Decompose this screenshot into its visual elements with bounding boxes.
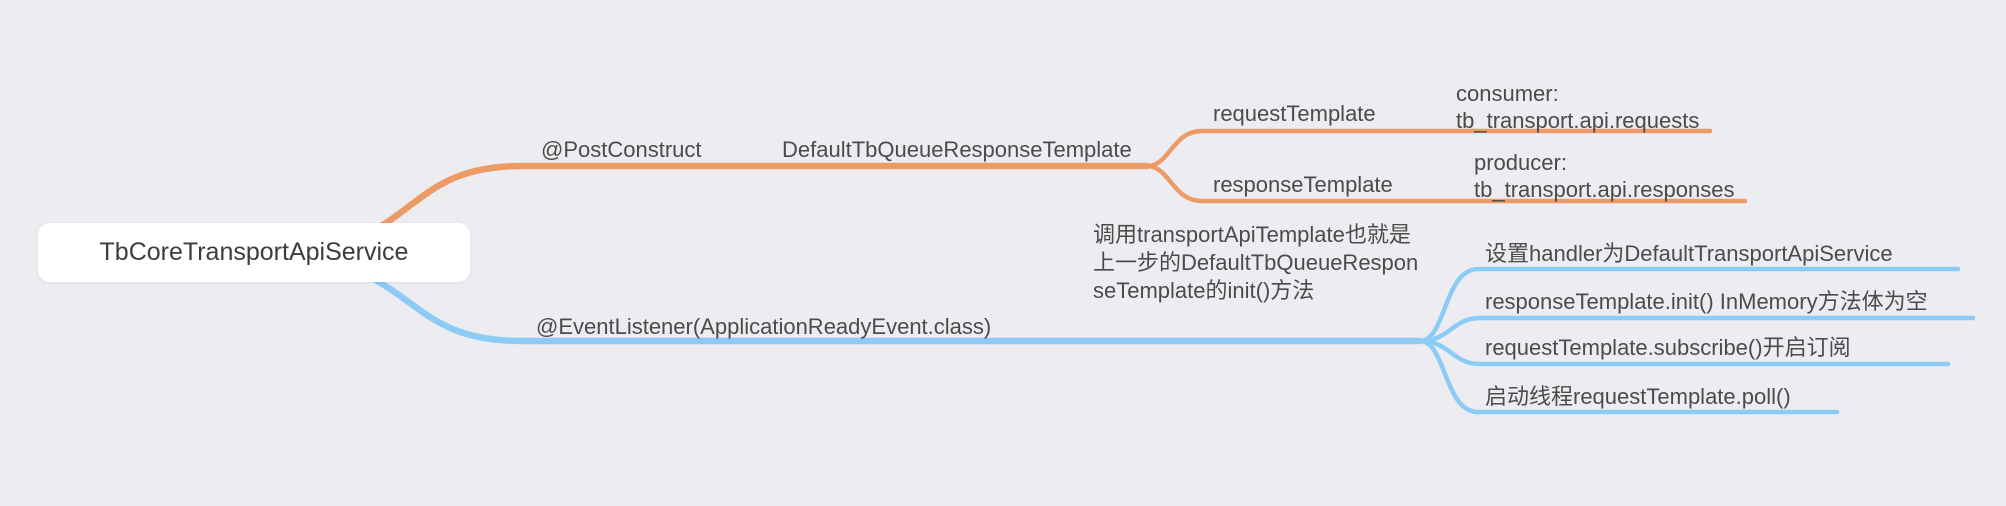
- node-defaulttbqueueresponsetemplate[interactable]: DefaultTbQueueResponseTemplate: [782, 137, 1132, 162]
- root-node-label: TbCoreTransportApiService: [99, 238, 409, 266]
- consumer-topic-line2: tb_transport.api.requests: [1456, 108, 1700, 133]
- node-step-requesttemplate-subscribe[interactable]: requestTemplate.subscribe()开启订阅: [1485, 335, 1851, 360]
- orange-request-line: [1144, 128, 1713, 169]
- producer-topic-line2: tb_transport.api.responses: [1474, 177, 1735, 202]
- node-step-responsetemplate-init[interactable]: responseTemplate.init() InMemory方法体为空: [1485, 289, 1928, 314]
- node-requesttemplate[interactable]: requestTemplate: [1213, 101, 1376, 126]
- blue-step1-line: [1417, 266, 1961, 344]
- node-step-requesttemplate-poll[interactable]: 启动线程requestTemplate.poll(): [1485, 384, 1791, 409]
- node-step-set-handler[interactable]: 设置handler为DefaultTransportApiService: [1485, 241, 1893, 266]
- blue-step4-line: [1417, 338, 1840, 415]
- node-init-description[interactable]: 调用transportApiTemplate也就是上一步的DefaultTbQu…: [1093, 222, 1419, 303]
- node-producer-topic[interactable]: producer: tb_transport.api.responses: [1474, 149, 1735, 203]
- orange-response-line: [1144, 163, 1748, 204]
- node-consumer-topic[interactable]: consumer: tb_transport.api.requests: [1456, 80, 1699, 134]
- root-node-tbcoretransportapiservice[interactable]: TbCoreTransportApiService: [38, 223, 470, 282]
- node-responsetemplate[interactable]: responseTemplate: [1213, 172, 1393, 197]
- consumer-topic-line1: consumer:: [1456, 81, 1559, 106]
- node-eventlistener[interactable]: @EventListener(ApplicationReadyEvent.cla…: [536, 314, 992, 339]
- node-postconstruct[interactable]: @PostConstruct: [541, 137, 702, 162]
- producer-topic-line1: producer:: [1474, 150, 1567, 175]
